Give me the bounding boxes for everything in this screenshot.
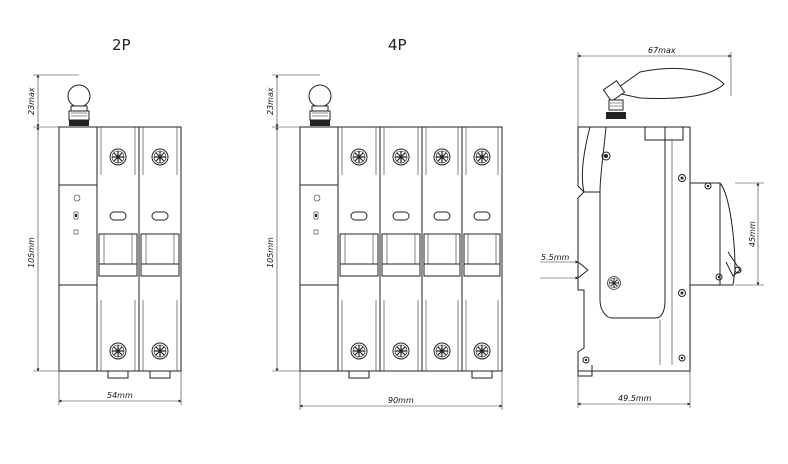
side-clip: [689, 182, 742, 286]
title-2p: 2P: [112, 36, 131, 54]
dim-height-4p: 105mm: [266, 237, 275, 268]
side-body: [577, 126, 691, 377]
view-side: 67max 49.5mm 45mm 5.5mm: [540, 46, 764, 408]
antenna-2p: [67, 84, 91, 127]
view-2p: 2P: [27, 36, 182, 405]
dim-clip-side: 45mm: [748, 221, 757, 247]
dim-top-side: 67max: [648, 46, 676, 55]
pole-2-4p: [379, 126, 423, 372]
dim-antenna-4p: 23max: [266, 87, 275, 115]
pole-2-2p: [138, 126, 182, 379]
view-4p: 4P: [266, 36, 503, 410]
module-left-4p: [299, 126, 339, 372]
dim-bottom-side: 49.5mm: [618, 394, 652, 403]
title-4p: 4P: [388, 36, 407, 54]
pole-3-4p: [421, 126, 463, 372]
dim-antenna-2p: 23max: [27, 87, 36, 115]
dim-width-2p: 54mm: [107, 391, 133, 400]
pole-1-2p: [96, 126, 140, 379]
pole-1-4p: [337, 126, 381, 379]
dim-width-4p: 90mm: [388, 396, 414, 405]
side-antenna: [602, 67, 725, 119]
dimension-lines-side: [540, 52, 764, 408]
dimension-lines-2p: [33, 74, 182, 405]
dimension-lines-4p: [272, 74, 503, 410]
dim-rail-side: 5.5mm: [541, 253, 570, 262]
module-left-2p: [58, 126, 98, 372]
pole-4-4p: [461, 126, 503, 379]
dim-height-2p: 105mm: [27, 237, 36, 268]
antenna-4p: [308, 84, 332, 127]
